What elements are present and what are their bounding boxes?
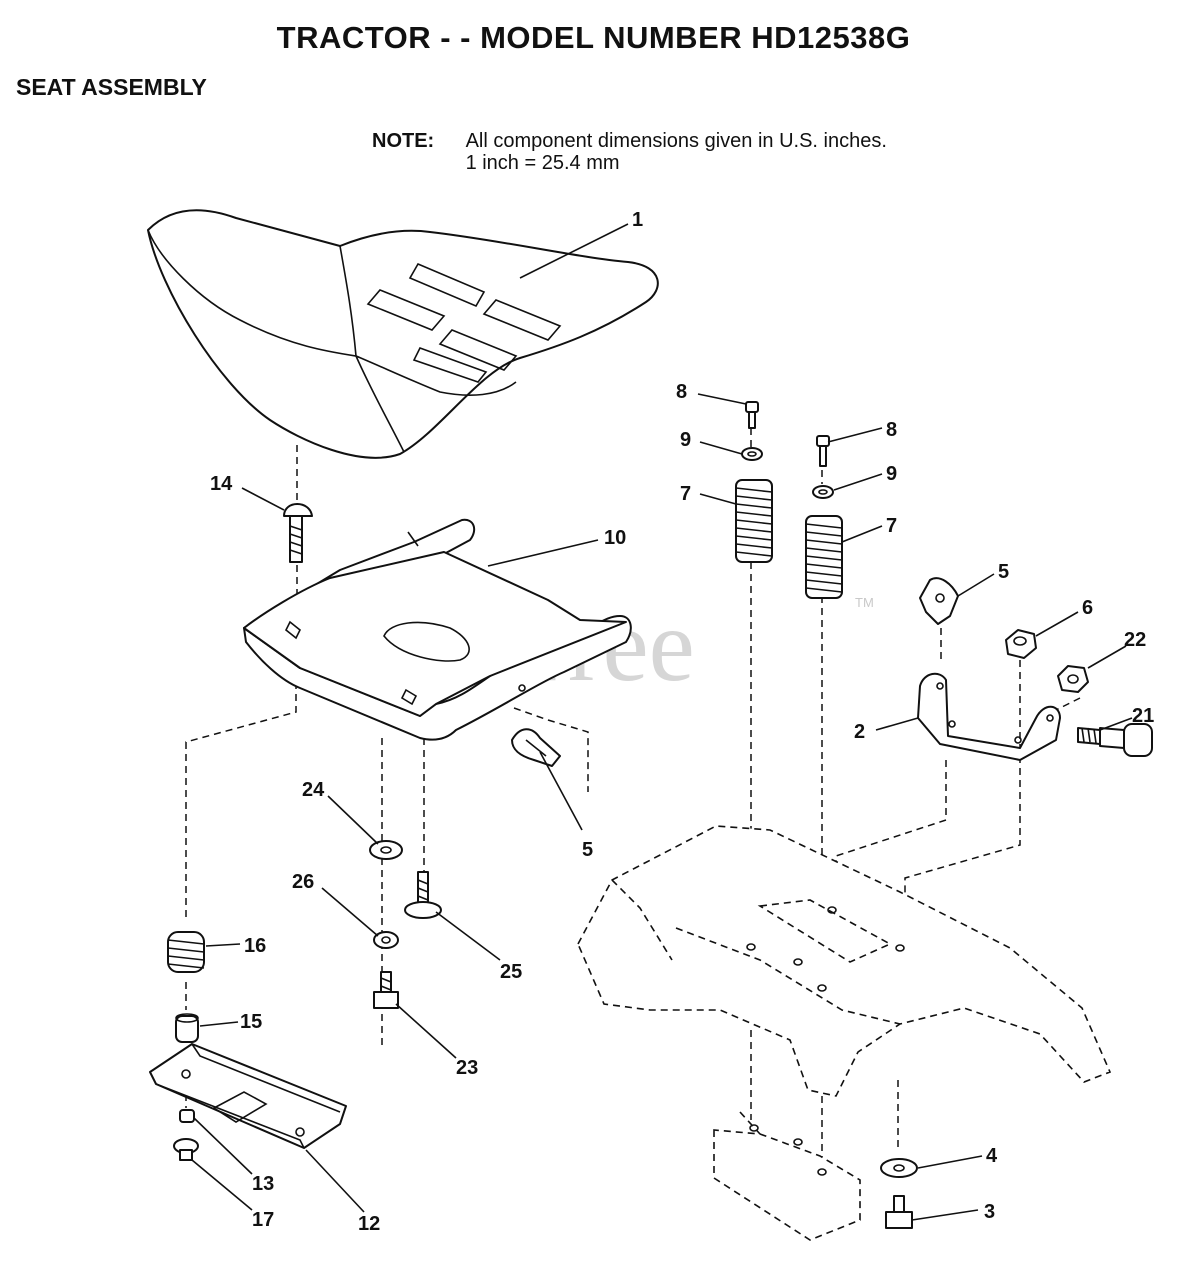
callout-26: 26 bbox=[292, 871, 314, 893]
bolt-part-3 bbox=[885, 1195, 913, 1229]
callout-22: 22 bbox=[1124, 629, 1146, 651]
bolt-part-8-left bbox=[745, 401, 759, 429]
callout-5-lower: 5 bbox=[582, 839, 593, 861]
callout-4: 4 bbox=[986, 1145, 998, 1167]
callout-23: 23 bbox=[456, 1057, 478, 1079]
callout-17: 17 bbox=[252, 1209, 274, 1231]
washer-part-9-right bbox=[812, 485, 834, 499]
callout-8-right: 8 bbox=[886, 419, 897, 441]
callout-numbers: 1 10 14 8 8 9 9 7 7 5 6 22 21 2 5 24 26 … bbox=[210, 209, 1154, 1235]
bolt-part-8-right bbox=[816, 435, 830, 467]
spring-part-7-right bbox=[805, 515, 843, 599]
bracket-part-2 bbox=[917, 672, 1061, 761]
plate-part-12 bbox=[149, 1043, 347, 1149]
callout-6: 6 bbox=[1082, 597, 1093, 619]
callout-21: 21 bbox=[1132, 705, 1154, 727]
nut-part-6 bbox=[1005, 629, 1037, 659]
callout-9-right: 9 bbox=[886, 463, 897, 485]
spring-part-7-left bbox=[735, 479, 773, 563]
nut-part-17 bbox=[173, 1138, 199, 1161]
spacer-part-13 bbox=[179, 1109, 195, 1123]
spring-part-16 bbox=[167, 931, 205, 973]
note-label: NOTE: bbox=[372, 130, 435, 152]
section-title: SEAT ASSEMBLY bbox=[16, 74, 207, 100]
leader-lines bbox=[191, 223, 1133, 1221]
washer-part-4 bbox=[880, 1158, 918, 1178]
note-line-2: 1 inch = 25.4 mm bbox=[465, 152, 620, 174]
callout-25: 25 bbox=[500, 961, 522, 983]
callout-2: 2 bbox=[854, 721, 865, 743]
tractor-frame-outline bbox=[577, 825, 1112, 1241]
callout-24: 24 bbox=[302, 779, 325, 801]
hex-bolt-part-23 bbox=[373, 971, 399, 1009]
callout-14: 14 bbox=[210, 473, 233, 495]
nut-part-22 bbox=[1057, 665, 1089, 693]
washer-part-26 bbox=[373, 931, 399, 949]
washer-part-24 bbox=[369, 840, 403, 860]
note-line-1: All component dimensions given in U.S. i… bbox=[465, 130, 887, 152]
callout-12: 12 bbox=[358, 1213, 380, 1235]
bolt-part-25 bbox=[404, 871, 442, 919]
dimension-note: NOTE: All component dimensions given in … bbox=[372, 130, 887, 174]
callout-9-left: 9 bbox=[680, 429, 691, 451]
callout-5-upper: 5 bbox=[998, 561, 1009, 583]
callout-1: 1 bbox=[632, 209, 643, 231]
callout-13: 13 bbox=[252, 1173, 274, 1195]
carriage-bolt-part-14 bbox=[283, 503, 313, 563]
note-body: All component dimensions given in U.S. i… bbox=[466, 130, 887, 174]
callout-7-right: 7 bbox=[886, 515, 897, 537]
seat-pan-part-10 bbox=[243, 518, 632, 741]
callout-3: 3 bbox=[984, 1201, 995, 1223]
watermark-trademark: TM bbox=[855, 595, 874, 610]
shoulder-bolt-part-21 bbox=[1077, 723, 1153, 757]
callout-7-left: 7 bbox=[680, 483, 691, 505]
washer-part-9-left bbox=[741, 447, 763, 461]
callout-15: 15 bbox=[240, 1011, 262, 1033]
callout-8-left: 8 bbox=[676, 381, 687, 403]
spacer-part-15 bbox=[175, 1013, 199, 1043]
clip-part-5-lower bbox=[511, 728, 561, 767]
diagram-title: TRACTOR - - MODEL NUMBER HD12538G bbox=[276, 20, 911, 55]
callout-10: 10 bbox=[604, 527, 626, 549]
callout-16: 16 bbox=[244, 935, 266, 957]
clip-part-5-upper bbox=[919, 577, 959, 625]
